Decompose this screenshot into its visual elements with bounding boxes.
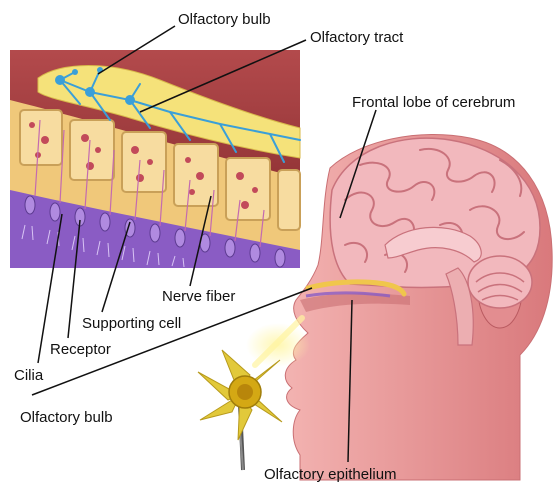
label-frontal-lobe: Frontal lobe of cerebrum — [352, 94, 515, 111]
cerebellum — [468, 256, 532, 308]
label-olfactory-bulb-top: Olfactory bulb — [178, 11, 271, 28]
inset-magnified — [10, 50, 300, 268]
label-receptor: Receptor — [50, 341, 111, 358]
label-nerve-fiber: Nerve fiber — [162, 288, 235, 305]
label-olfactory-tract: Olfactory tract — [310, 29, 404, 46]
daffodil-flower — [198, 350, 282, 470]
label-supporting-cell: Supporting cell — [82, 315, 181, 332]
label-cilia: Cilia — [14, 367, 44, 384]
label-olfactory-epithelium: Olfactory epithelium — [264, 466, 397, 483]
label-olfactory-bulb-bottom: Olfactory bulb — [20, 409, 113, 426]
